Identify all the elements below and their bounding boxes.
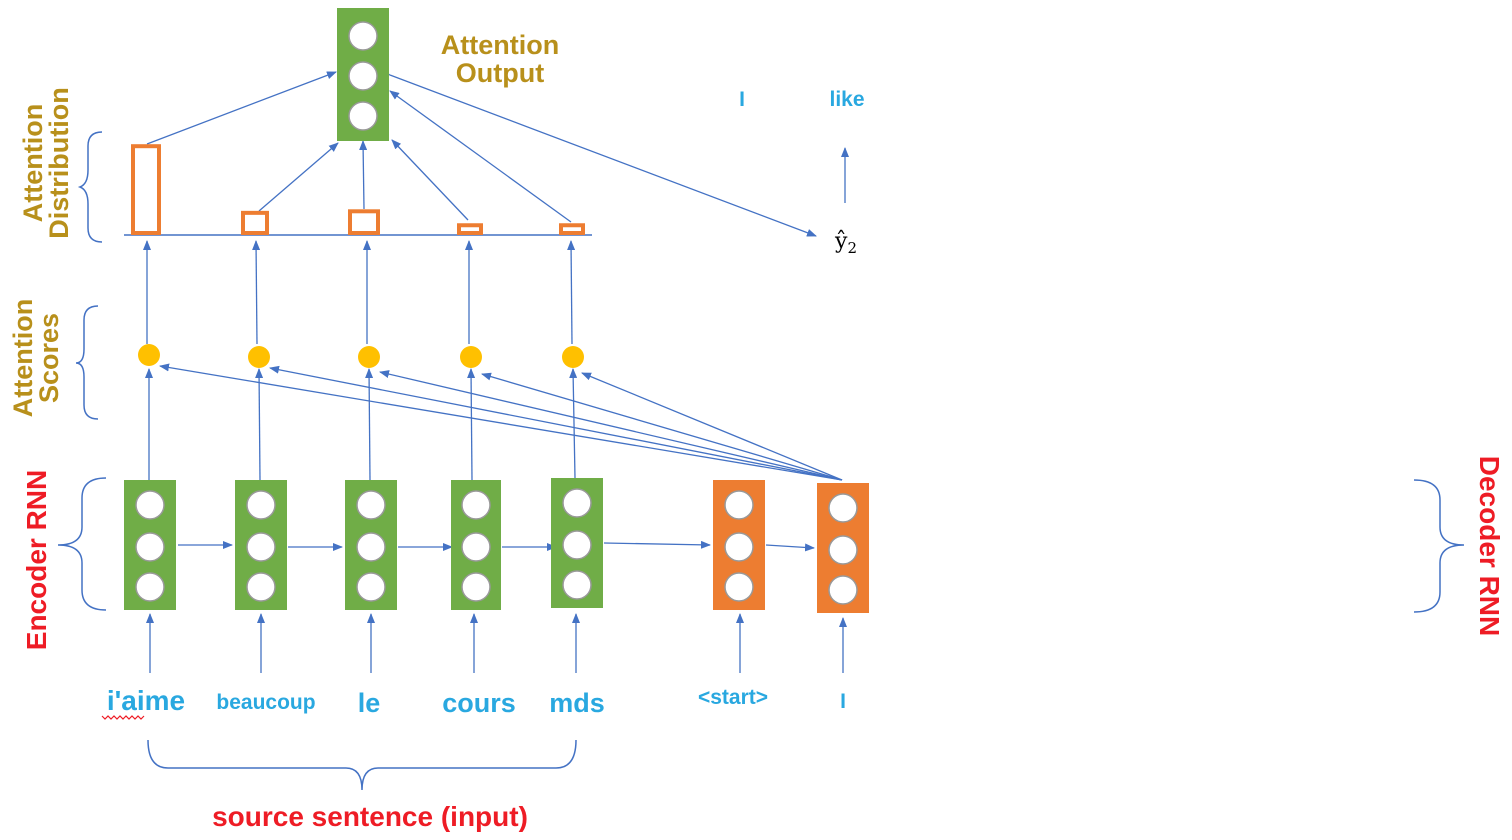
dec-score-arrow-5	[581, 372, 843, 481]
attention-score-dot	[248, 346, 270, 368]
neuron	[724, 490, 754, 520]
neuron	[246, 490, 276, 520]
attention-distribution-bars	[131, 144, 585, 236]
dist-out-arrow-1	[146, 71, 337, 145]
distribution-bar-3	[348, 209, 380, 236]
attention-scores-label-line2: Scores	[34, 313, 64, 403]
distribution-bar-5	[559, 223, 585, 235]
decoder-to-score-arrows	[159, 363, 843, 481]
attention-distribution-label-line1: Attention	[18, 104, 48, 222]
neuron	[348, 61, 378, 91]
yhat-subscript: 2	[847, 239, 857, 257]
dist-out-arrow-2	[258, 142, 339, 212]
neuron	[562, 488, 592, 518]
distribution-bar-4	[457, 223, 483, 235]
decoder-cell-2	[817, 483, 869, 613]
encoder-cell-3	[345, 480, 397, 610]
neuron	[461, 572, 491, 602]
prediction-yhat-label: ŷ2	[834, 229, 857, 257]
source-sentence-label: source sentence (input)	[212, 801, 528, 832]
encoder-input-word-2: beaucoup	[216, 691, 315, 714]
attention-output-label-line1: Attention	[441, 30, 559, 60]
neuron	[246, 572, 276, 602]
encoder-rnn-label: Encoder RNN	[21, 470, 52, 650]
dec-score-arrow-1	[159, 363, 843, 481]
neuron	[356, 532, 386, 562]
input-arrows	[146, 613, 847, 673]
encoder-cell-2	[235, 480, 287, 610]
neuron	[461, 532, 491, 562]
state-score-arrow-5	[569, 368, 578, 479]
encoder-input-word-5: mds	[549, 688, 605, 718]
neuron	[356, 490, 386, 520]
neuron	[828, 493, 858, 523]
encoder-cell-1	[124, 480, 176, 610]
neuron	[135, 572, 165, 602]
state-score-arrow-2	[255, 368, 264, 481]
attention-score-dot	[562, 346, 584, 368]
neuron	[135, 490, 165, 520]
distribution-bar-2	[241, 210, 269, 236]
neuron	[348, 101, 378, 131]
score-to-distribution-arrows	[143, 240, 576, 345]
score-dist-arrow-5	[567, 240, 576, 345]
rnn-recurrence-arrows	[178, 540, 815, 552]
dec-score-arrow-3	[379, 370, 843, 481]
neuron	[562, 530, 592, 560]
attention-score-dot	[358, 346, 380, 368]
attention-score-dot	[138, 344, 160, 366]
encoder-input-word-3: le	[358, 688, 381, 718]
attention-score-dots	[138, 344, 584, 368]
decoder-input-word-1: <start>	[698, 686, 768, 709]
distribution-bar-1	[131, 144, 161, 235]
neuron	[246, 532, 276, 562]
attention-output-vector	[337, 8, 389, 141]
encoder-rnn-brace	[57, 477, 107, 611]
decoder-input-word-2: I	[840, 690, 846, 713]
decoder-output-word-1: I	[739, 88, 745, 111]
neuron	[724, 532, 754, 562]
neuron	[135, 532, 165, 562]
dec-score-arrow-2	[269, 365, 843, 481]
attention-scores-brace	[75, 305, 99, 420]
output-prediction-arrow	[380, 68, 817, 237]
score-dist-arrow-2	[252, 240, 261, 345]
dist-out-arrow-4	[391, 139, 469, 221]
dec-arrow-1-2	[765, 543, 815, 552]
spellcheck-squiggle	[101, 715, 145, 720]
attention-output-label-line2: Output	[456, 58, 544, 88]
neuron	[828, 535, 858, 565]
neuron	[828, 575, 858, 605]
decoder-cell-1	[713, 480, 765, 610]
neuron	[348, 21, 378, 51]
encoder-input-word-1: i'aime	[107, 685, 185, 716]
attention-score-dot	[460, 346, 482, 368]
enc-to-dec-arrow	[603, 540, 711, 549]
attention-scores-label-line1: Attention	[8, 299, 38, 417]
decoder-rnn-label: Decoder RNN	[1474, 456, 1505, 636]
neuron	[356, 572, 386, 602]
encoder-cell-4	[451, 480, 501, 610]
state-score-arrow-3	[365, 368, 374, 481]
encoder-input-word-4: cours	[442, 688, 516, 718]
attention-distribution-brace	[77, 131, 103, 243]
attention-distribution-label: Attention Distribution	[18, 87, 74, 238]
decoder-output-word-2: like	[829, 88, 864, 111]
decoder-rnn-brace	[1413, 479, 1465, 613]
encoder-cell-5	[551, 478, 603, 608]
state-score-arrow-4	[467, 368, 476, 481]
neuron	[562, 570, 592, 600]
attention-distribution-label-line2: Distribution	[44, 87, 74, 238]
attention-scores-label: Attention Scores	[8, 299, 64, 417]
source-sentence-brace	[147, 739, 577, 791]
neuron	[461, 490, 491, 520]
dec-score-arrow-4	[481, 372, 843, 481]
dist-out-arrow-5	[389, 90, 572, 223]
dist-out-arrow-3	[359, 140, 368, 210]
neuron	[724, 572, 754, 602]
yhat-symbol: ŷ	[834, 229, 848, 254]
